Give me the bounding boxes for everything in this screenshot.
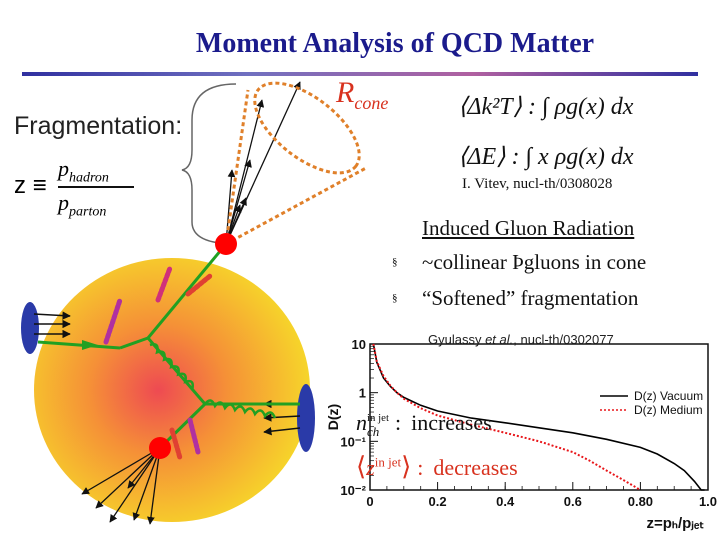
z-colon: : <box>417 455 424 480</box>
p-hadron-sub: hadron <box>69 170 109 186</box>
bullet-text: “Softened” fragmentation <box>422 286 639 310</box>
green-arrow-head <box>82 340 98 350</box>
x-tick-label: 0.2 <box>429 494 447 509</box>
x-tick-label: 1.0 <box>699 494 717 509</box>
y-tick-label: 1 <box>359 386 366 401</box>
nch-text: increases <box>411 410 492 435</box>
legend-label-0: D(z) Vacuum <box>634 389 703 403</box>
r-cone-sub: cone <box>354 93 389 113</box>
citation-etal: et al. <box>485 332 514 347</box>
bullet-marker: § <box>392 292 398 304</box>
brace <box>181 83 237 245</box>
beam-left <box>21 302 39 354</box>
r-cone-label: Rcone <box>336 76 388 114</box>
title-divider <box>22 72 698 76</box>
z-symbol: z <box>366 455 375 480</box>
citation-prefix: Gyulassy <box>428 332 486 347</box>
nch-symbol: n <box>356 410 367 435</box>
z-sup: in jet <box>374 454 402 470</box>
nch-colon: : <box>394 410 402 435</box>
moment-kt: ⟨Δk²T⟩ : ∫ ρg(x) dx <box>458 94 634 120</box>
chart-citation: Gyulassy et al., nucl-th/0302077 <box>428 332 614 347</box>
parton-dot-lower <box>149 437 171 459</box>
fraction-bar <box>58 186 134 188</box>
nch-sup: in jet <box>367 411 389 424</box>
z-equiv-symbol: z ≡ <box>14 172 47 199</box>
bullet-item: § ~collinear Þgluons in cone <box>392 250 702 286</box>
bullet-marker: § <box>392 256 398 268</box>
parton-dot-upper <box>215 233 237 255</box>
qcd-medium <box>34 258 310 522</box>
x-tick-label: 0.80 <box>628 494 653 509</box>
y-tick-label: 10⁻¹ <box>340 434 366 449</box>
r-cone-R: R <box>336 76 355 109</box>
z-annotation: ⟨zin jet⟩:decreases <box>356 452 518 481</box>
p-parton-p: p <box>58 190 69 215</box>
bullet-item: § “Softened” fragmentation <box>392 286 702 322</box>
z-text: decreases <box>433 455 518 480</box>
reference-vitev: I. Vitev, nucl-th/0308028 <box>462 176 613 192</box>
slide-title: Moment Analysis of QCD Matter <box>195 28 595 59</box>
legend-label-1: D(z) Medium <box>634 403 703 417</box>
gluon-spiral-1 <box>149 343 194 390</box>
series-line-0 <box>372 343 705 491</box>
cone <box>224 81 367 246</box>
p-parton: pparton <box>58 190 106 220</box>
moment-e: ⟨ΔE⟩ : ∫ x ρg(x) dx <box>458 144 634 170</box>
nch-sub: ch <box>367 423 380 439</box>
z-definition: z ≡ phadron pparton <box>14 150 184 230</box>
x-tick-label: 0.6 <box>564 494 582 509</box>
x-tick-label: 0 <box>366 494 373 509</box>
beam-right <box>297 384 315 452</box>
bullet-text: ~collinear Þgluons in cone <box>422 250 647 274</box>
p-parton-sub: parton <box>69 204 107 220</box>
upper-jet-particles <box>225 81 301 245</box>
lower-jet-particles <box>81 447 161 525</box>
induced-gluon-title: Induced Gluon Radiation <box>422 216 635 240</box>
plot-frame <box>369 343 709 491</box>
x-axis-label: z=pₕ/pⱼₑₜ <box>646 515 704 532</box>
y-tick-label: 10 <box>352 337 366 352</box>
fragmentation-label: Fragmentation: <box>14 112 183 140</box>
p-hadron-p: p <box>58 156 69 181</box>
y-axis-label: D(z) <box>325 404 341 430</box>
hadron-stubs <box>103 265 213 461</box>
y-tick-label: 10⁻² <box>340 483 366 498</box>
citation-suffix: , nucl-th/0302077 <box>513 332 614 347</box>
gluon-spiral-2 <box>204 399 277 419</box>
x-tick-label: 0.4 <box>496 494 515 509</box>
beam-left-arrows <box>33 311 71 339</box>
bullet-list: § ~collinear Þgluons in cone § “Softened… <box>392 250 702 322</box>
p-hadron: phadron <box>58 156 109 186</box>
